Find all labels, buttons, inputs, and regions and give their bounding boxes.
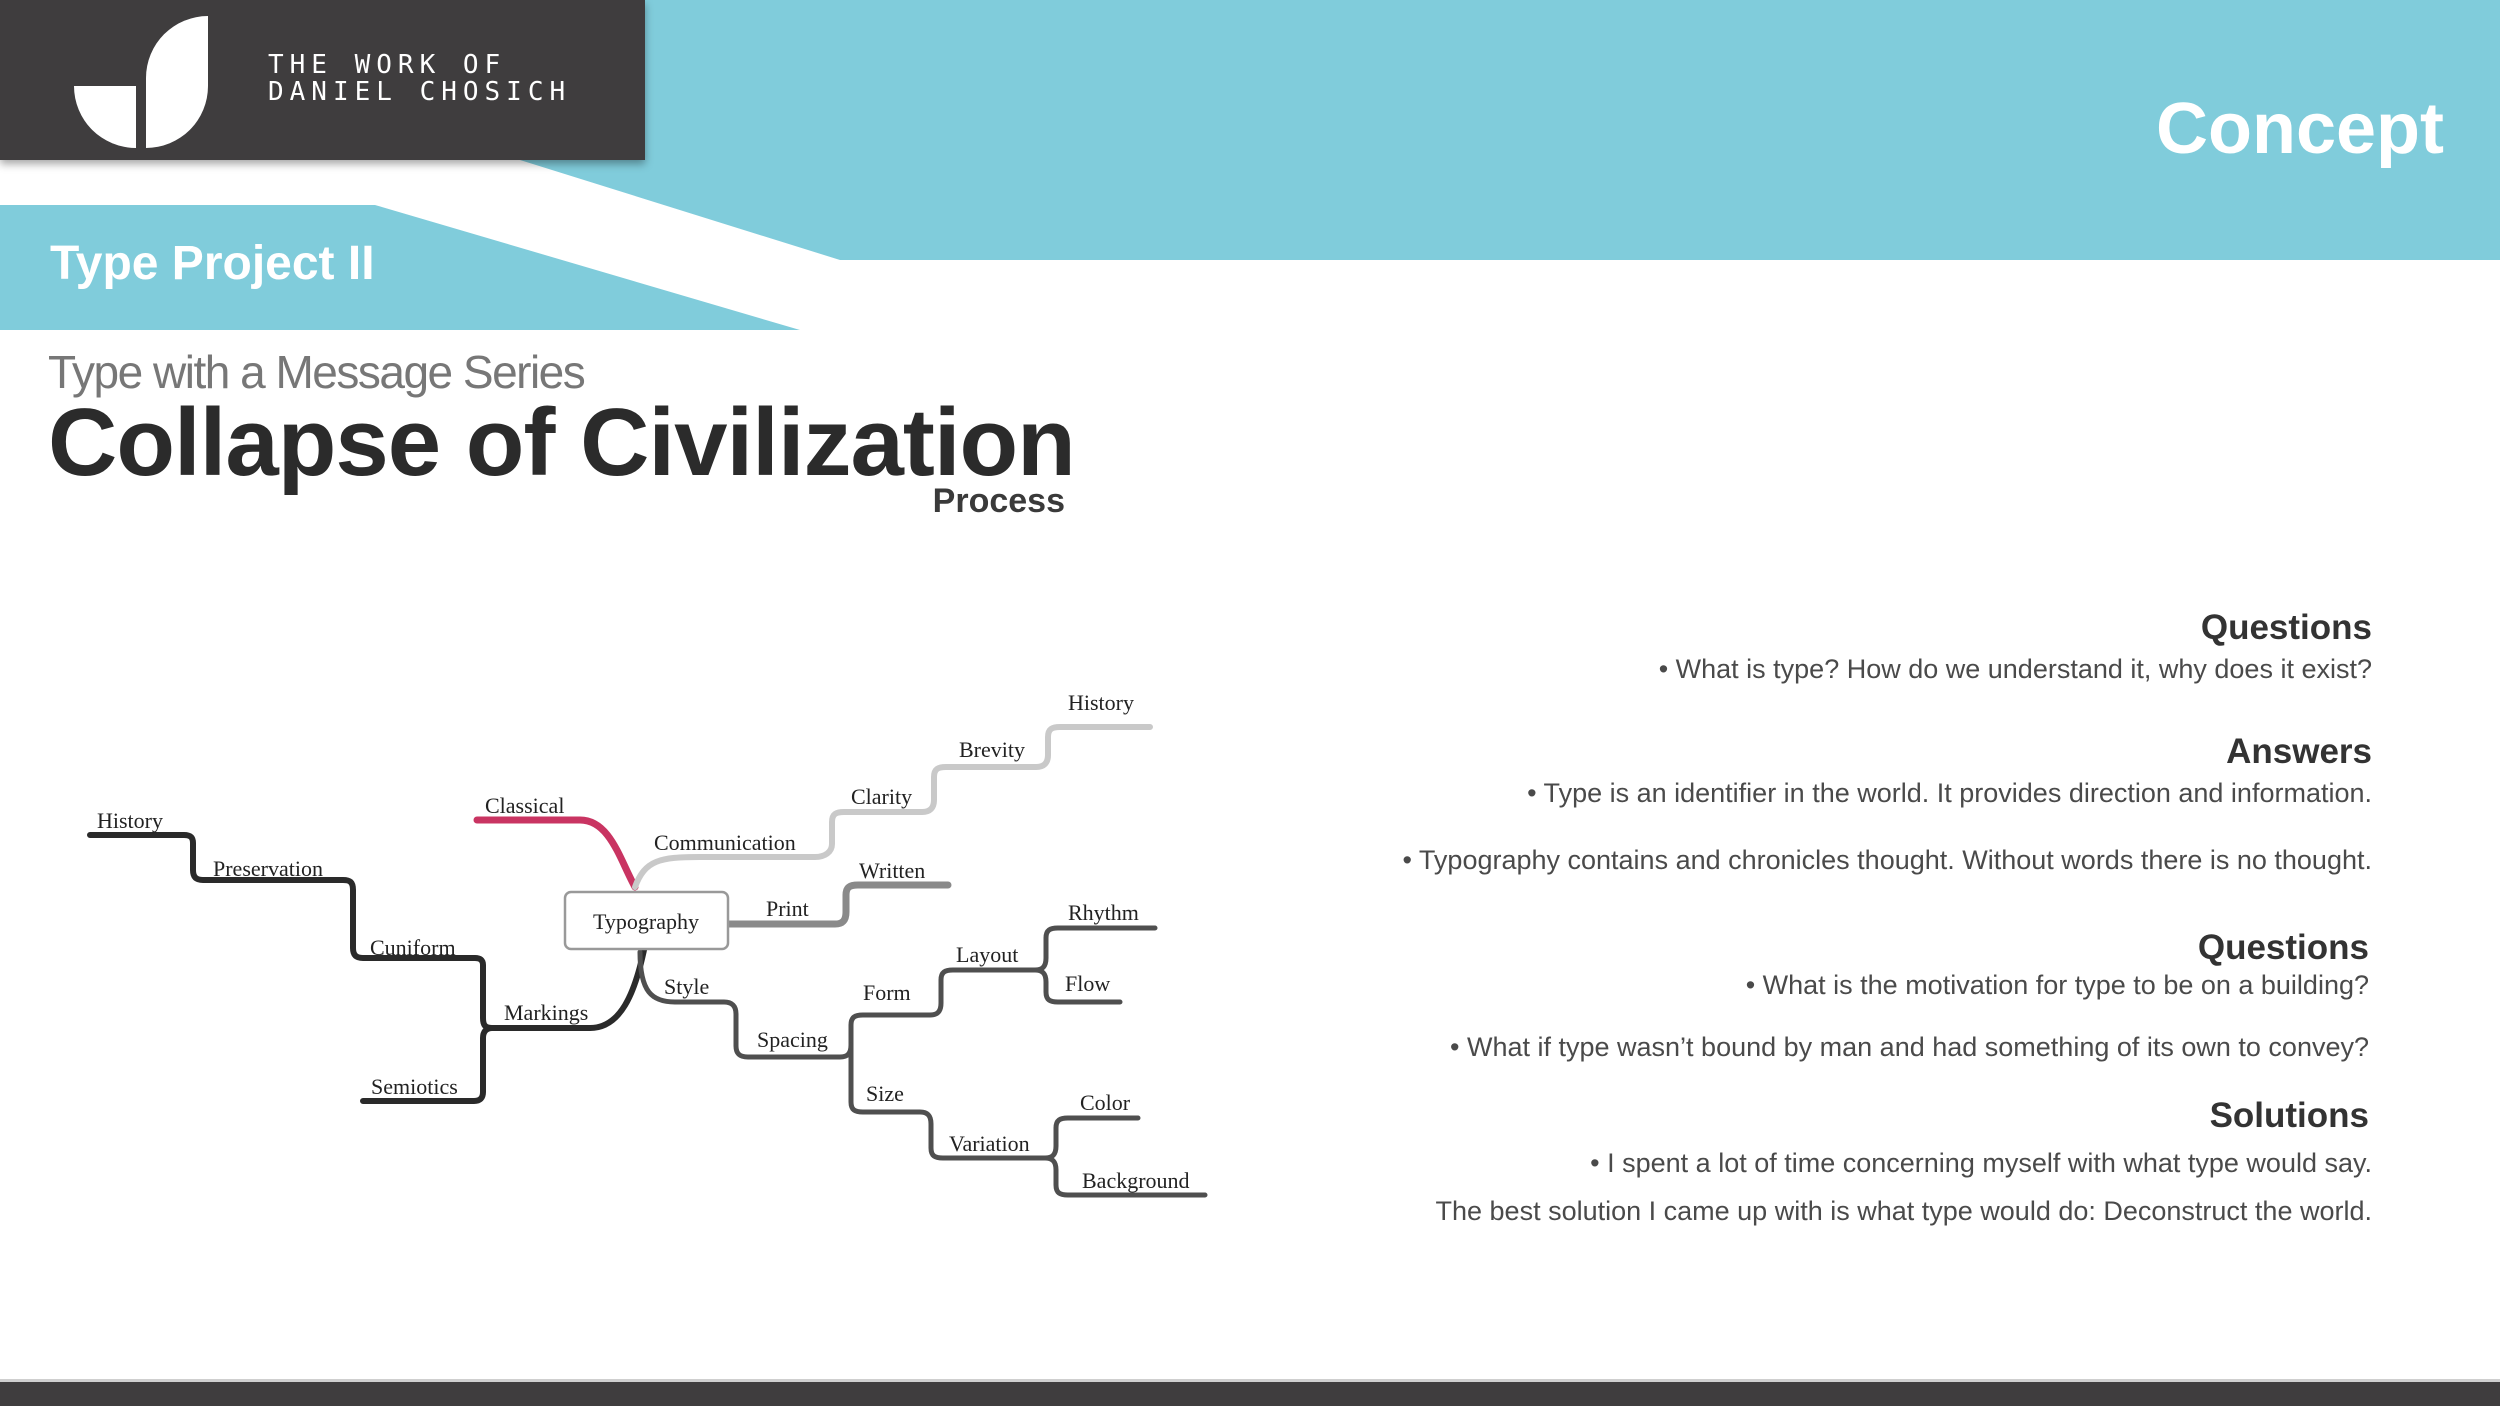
- solutions-line-1: • I spent a lot of time concerning mysel…: [1590, 1148, 2372, 1178]
- brand-line-1: THE WORK OF: [268, 50, 507, 80]
- page-title: Collapse of Civilization: [48, 389, 1076, 496]
- series-label: Type with a Message Series: [48, 346, 586, 398]
- node-typography: Typography: [593, 909, 699, 934]
- node-spacing: Spacing: [757, 1027, 828, 1052]
- questions-heading-1: Questions: [2200, 608, 2372, 647]
- answers-heading: Answers: [2226, 732, 2372, 771]
- node-size: Size: [866, 1081, 904, 1106]
- branch-background: [1042, 1155, 1208, 1198]
- node-history-left: History: [97, 808, 163, 833]
- node-flow: Flow: [1065, 971, 1110, 996]
- center-node-box: [563, 890, 730, 951]
- node-history-right: History: [1068, 690, 1134, 715]
- branch-classical: [473, 816, 639, 891]
- questions-line-2b: • What if type wasn’t bound by man and h…: [1450, 1032, 2369, 1062]
- branch-print: [724, 881, 952, 928]
- answers-line-1: • Type is an identifier in the world. It…: [1527, 778, 2372, 808]
- branch-size: [848, 1042, 1141, 1161]
- questions-line-1: • What is type? How do we understand it,…: [1658, 654, 2372, 684]
- footer-bar: [0, 1382, 2500, 1406]
- leaf-logo-icon: [74, 16, 208, 148]
- node-communication: Communication: [654, 830, 796, 855]
- solutions-heading: Solutions: [2209, 1096, 2369, 1135]
- node-markings: Markings: [504, 1000, 588, 1025]
- branch-markings: [87, 832, 648, 1031]
- node-background: Background: [1082, 1168, 1190, 1193]
- node-form: Form: [863, 980, 911, 1005]
- mind-map: Typography History Preservation Cuniform…: [87, 690, 1208, 1198]
- answers-line-2: • Typography contains and chronicles tho…: [1402, 845, 2372, 875]
- node-classical: Classical: [485, 793, 564, 818]
- brand-line-2: DANIEL CHOSICH: [268, 77, 572, 107]
- project-label: Type Project II: [50, 237, 375, 290]
- node-clarity: Clarity: [851, 784, 912, 809]
- node-rhythm: Rhythm: [1068, 900, 1139, 925]
- node-brevity: Brevity: [959, 737, 1025, 762]
- node-style: Style: [664, 974, 709, 999]
- node-layout: Layout: [956, 942, 1018, 967]
- brand-text: THE WORK OF DANIEL CHOSICH: [268, 52, 571, 106]
- node-preservation: Preservation: [213, 856, 323, 881]
- branch-style: [637, 925, 1158, 1060]
- branch-semiotics: [360, 1025, 495, 1104]
- process-label: Process: [932, 482, 1065, 520]
- section-title: Concept: [2156, 89, 2444, 169]
- node-color: Color: [1080, 1090, 1131, 1115]
- logo-panel: THE WORK OF DANIEL CHOSICH: [0, 0, 645, 160]
- node-written: Written: [859, 858, 925, 883]
- node-cuniform: Cuniform: [370, 935, 456, 960]
- node-semiotics: Semiotics: [371, 1074, 458, 1099]
- questions-line-2a: • What is the motivation for type to be …: [1745, 970, 2369, 1000]
- solutions-line-2: The best solution I came up with is what…: [1435, 1196, 2372, 1226]
- banner-project-ribbon: [0, 205, 800, 330]
- node-print: Print: [766, 896, 809, 921]
- questions-heading-2: Questions: [2197, 928, 2369, 967]
- footer-rule: [0, 1379, 2500, 1382]
- branch-flow: [1032, 967, 1123, 1005]
- node-variation: Variation: [949, 1131, 1030, 1156]
- branch-communication: [632, 724, 1153, 890]
